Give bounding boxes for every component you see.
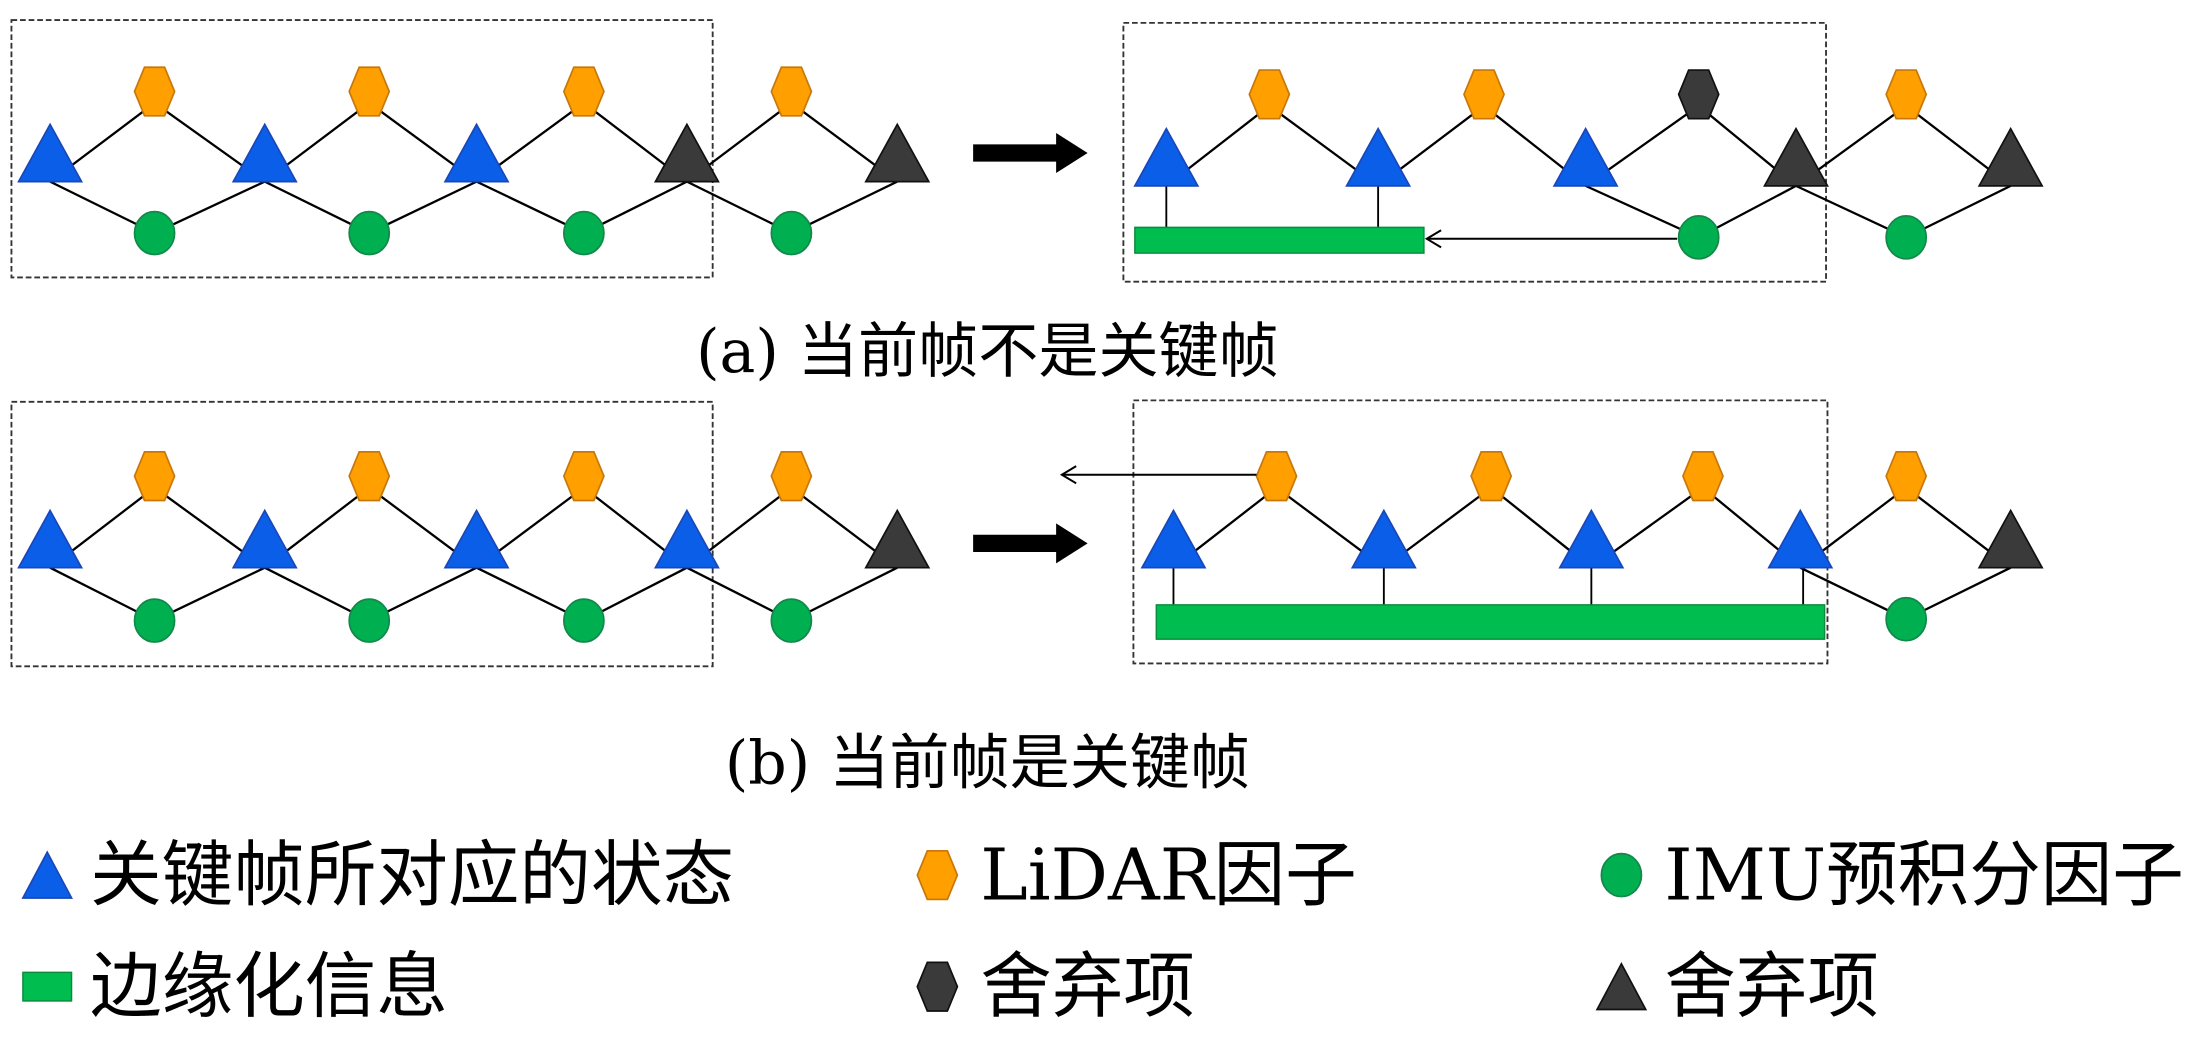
panel-b-after-lidar-factor <box>1885 451 1928 502</box>
panel-a-before-window <box>10 19 714 279</box>
panel-b-before-keyframe-state <box>653 508 720 569</box>
panel-b-after-window <box>1132 399 1829 665</box>
panel-a-after-lidar-factor <box>1248 69 1291 120</box>
panel-b-lidar-out-arrow-head <box>1059 465 1077 485</box>
panel-a-after-imu-factor <box>1885 215 1928 260</box>
panel-b-before-keyframe-state <box>443 508 510 569</box>
panel-a-before-keyframe-state <box>443 122 510 183</box>
panel-a-marginalization-info <box>1134 226 1425 254</box>
panel-a-after-keyframe-state <box>1345 126 1412 187</box>
panel-a-transition-arrow <box>973 132 1088 174</box>
panel-b-marginalization-info <box>1155 604 1826 640</box>
legend-label: LiDAR因子 <box>980 833 1356 916</box>
panel-a-after-imu-factor <box>1677 215 1720 260</box>
panel-b-before-imu-factor <box>562 598 605 643</box>
caption-a: (a) 当前帧不是关键帧 <box>696 317 1279 387</box>
panel-b-after-keyframe-state <box>1767 508 1834 569</box>
legend-label: 舍弃项 <box>1664 945 1879 1028</box>
panel-a-before-imu-factor <box>562 210 605 256</box>
panel-b-before-lidar-factor <box>562 451 605 502</box>
panel-b-after-keyframe-state <box>1140 508 1207 569</box>
panel-b-before-window <box>10 400 714 668</box>
legend-triangle-icon <box>1595 961 1648 1011</box>
legend-triangle-icon <box>21 850 73 899</box>
panel-b-after-imu-factor <box>1885 596 1928 642</box>
panel-a-before-lidar-factor <box>770 66 813 117</box>
caption-b: (b) 当前帧是关键帧 <box>725 729 1250 799</box>
panel-a-before-lidar-factor <box>348 66 391 117</box>
legend-item: 边缘化信息 <box>22 945 448 1028</box>
panel-b-before-discarded-state <box>864 508 931 569</box>
legend-hexagon-icon <box>916 961 959 1012</box>
legend-label: 舍弃项 <box>980 945 1195 1028</box>
legend-label: 关键帧所对应的状态 <box>90 833 734 916</box>
panel-a-before-keyframe-state <box>231 122 298 183</box>
panel-b-before-imu-factor <box>133 598 176 643</box>
panel-b-before-lidar-factor <box>133 451 176 502</box>
panel-b-before-imu-factor <box>770 598 813 643</box>
legend-hexagon-icon <box>916 849 959 901</box>
panel-b-before-keyframe-state <box>231 508 298 569</box>
panel-a-after-discarded-state <box>1763 126 1829 187</box>
panel-b-transition-arrow <box>973 523 1088 564</box>
legend-label: IMU预积分因子 <box>1664 833 2184 916</box>
panel-a-before-imu-factor <box>770 210 813 256</box>
panel-b-before-lidar-factor <box>770 451 813 502</box>
panel-a-after-keyframe-state <box>1552 126 1619 187</box>
panel-a-before-imu-factor <box>133 210 176 256</box>
panel-b-after-lidar-factor <box>1682 451 1724 502</box>
legend-item: 舍弃项 <box>1595 945 1879 1028</box>
panel-a-before-discarded-state <box>864 122 931 183</box>
panel-b-before-imu-factor <box>348 598 391 643</box>
panel-b-after-discarded-state <box>1977 508 2044 569</box>
panel-b-after-lidar-factor <box>1255 451 1298 502</box>
panel-b-after-lidar-factor <box>1470 451 1513 502</box>
panel-a-after-discarded-lidar-factor <box>1677 69 1720 120</box>
panel-a-after-lidar-factor <box>1463 69 1505 120</box>
legend-rect-icon <box>22 971 73 1002</box>
panel-a-after-keyframe-state <box>1133 126 1200 187</box>
panel-a-after-lidar-factor <box>1885 69 1928 120</box>
legend-item: IMU预积分因子 <box>1600 833 2184 916</box>
panel-b-after-keyframe-state <box>1350 508 1417 569</box>
panel-a-after-discarded-state <box>1977 126 2044 187</box>
legend-circle-icon <box>1600 852 1643 898</box>
panel-a-imu-to-marg-arrow-head <box>1424 229 1442 249</box>
panel-a-before-discarded-state <box>653 122 720 183</box>
panel-b-before-lidar-factor <box>348 451 391 502</box>
legend-item: 舍弃项 <box>916 945 1195 1028</box>
legend-item: LiDAR因子 <box>916 833 1357 916</box>
panel-b-after-keyframe-state <box>1558 508 1625 569</box>
panel-a-before-keyframe-state <box>17 122 84 183</box>
panel-b-before-keyframe-state <box>17 508 84 569</box>
panel-a-before-lidar-factor <box>133 66 176 117</box>
legend-item: 关键帧所对应的状态 <box>21 833 734 916</box>
panel-a-before-imu-factor <box>348 210 391 256</box>
panel-a-before-lidar-factor <box>562 66 605 117</box>
legend-label: 边缘化信息 <box>90 945 448 1028</box>
